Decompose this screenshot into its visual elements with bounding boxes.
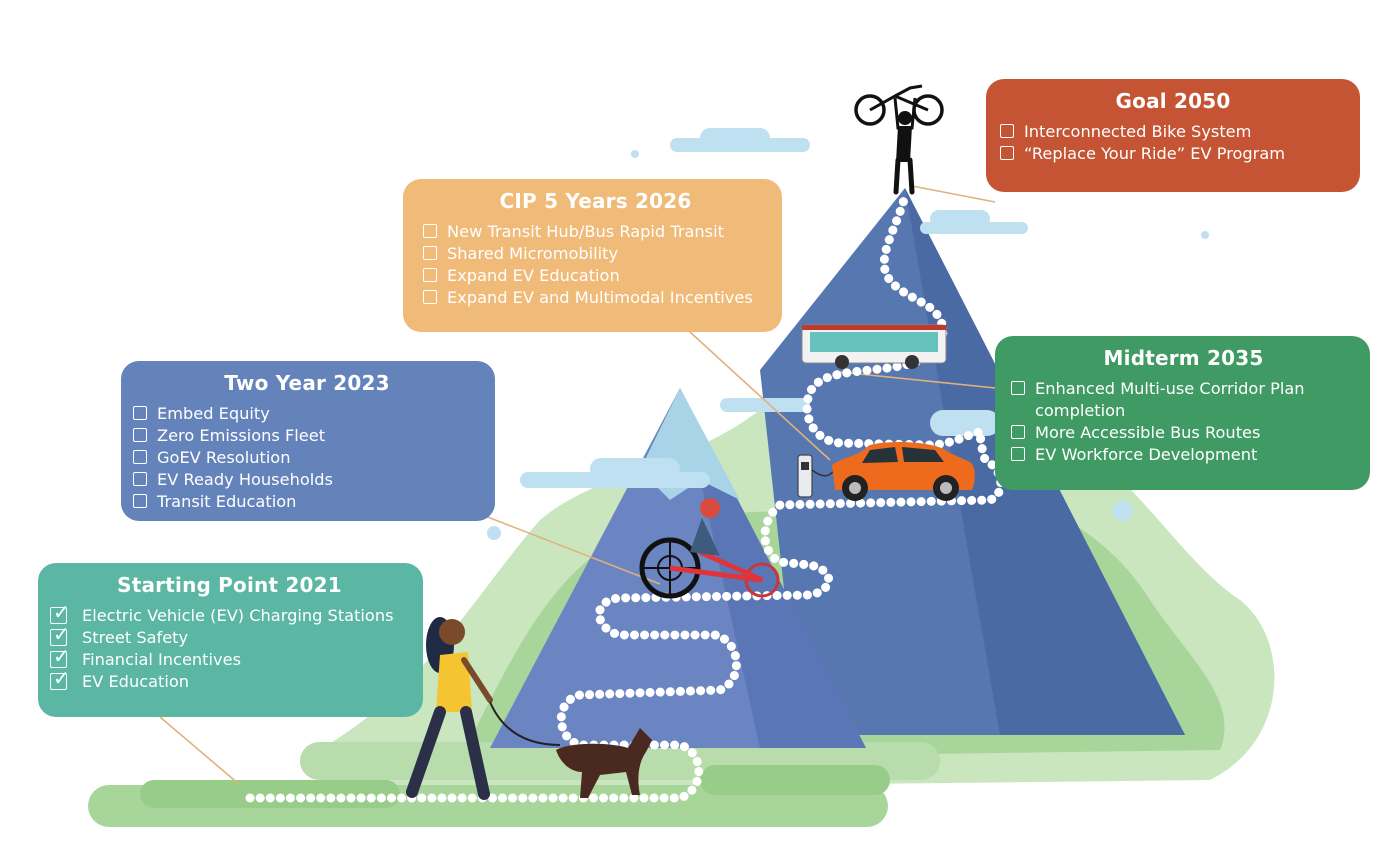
list-item: New Transit Hub/Bus Rapid Transit [423,221,768,243]
list-item: EV Workforce Development [1011,444,1356,466]
checkbox-icon [1011,447,1025,461]
list-item: EV Ready Households [133,469,481,491]
adaptive-cyclist [639,498,780,599]
checkbox-icon [423,290,437,304]
checkbox-icon [1011,381,1025,395]
list-item: Interconnected Bike System [1000,121,1346,143]
list-item: ✓Electric Vehicle (EV) Charging Stations [50,602,409,627]
two-year-list: Embed Equity Zero Emissions Fleet GoEV R… [133,403,481,513]
list-item: ✓EV Education [50,668,409,693]
checkbox-icon [133,472,147,486]
starting-point-title: Starting Point 2021 [117,573,342,597]
midterm-list: Enhanced Multi-use Corridor Plan complet… [1011,378,1356,466]
list-item: Enhanced Multi-use Corridor Plan complet… [1011,378,1356,422]
checkbox-icon [1000,146,1014,160]
checkbox-checked-icon: ✓ [50,646,70,668]
ev-charger [797,454,836,498]
list-item: ✓Financial Incentives [50,646,409,671]
goal-list: Interconnected Bike System “Replace Your… [1000,121,1346,165]
cip-list: New Transit Hub/Bus Rapid Transit Shared… [423,221,768,309]
list-item: “Replace Your Ride” EV Program [1000,143,1346,165]
list-item: More Accessible Bus Routes [1011,422,1356,444]
list-item: Shared Micromobility [423,243,768,265]
clouds [487,128,1209,540]
list-item: Expand EV and Multimodal Incentives [423,287,768,309]
orange-car [832,442,975,501]
checkbox-icon [423,224,437,238]
midterm-title: Midterm 2035 [1103,346,1264,370]
goal-2050-card: Goal 2050 Interconnected Bike System “Re… [986,79,1360,192]
woman-walking-dog [406,617,652,800]
checkbox-icon [423,246,437,260]
checkbox-icon [133,428,147,442]
checkbox-checked-icon: ✓ [50,602,70,624]
checkbox-checked-icon: ✓ [50,668,70,690]
grass-strip-4 [700,765,890,795]
list-item: Transit Education [133,491,481,513]
checkbox-icon [133,494,147,508]
city-bus [801,324,947,369]
checkbox-checked-icon: ✓ [50,624,70,646]
cip-title: CIP 5 Years 2026 [499,189,692,213]
person-lifting-bike [854,84,944,195]
starting-point-list: ✓Electric Vehicle (EV) Charging Stations… [50,602,409,693]
checkbox-icon [133,450,147,464]
starting-point-2021-card: Starting Point 2021 ✓Electric Vehicle (E… [38,563,423,717]
checkbox-icon [423,268,437,282]
checkbox-icon [133,406,147,420]
midterm-2035-card: Midterm 2035 Enhanced Multi-use Corridor… [995,336,1370,490]
two-year-2023-card: Two Year 2023 Embed Equity Zero Emission… [121,361,495,521]
list-item: Expand EV Education [423,265,768,287]
list-item: GoEV Resolution [133,447,481,469]
two-year-title: Two Year 2023 [224,371,390,395]
list-item: Embed Equity [133,403,481,425]
connector-lines [159,185,996,786]
goal-title: Goal 2050 [1115,89,1231,113]
checkbox-icon [1000,124,1014,138]
cip-2026-card: CIP 5 Years 2026 New Transit Hub/Bus Rap… [403,179,782,332]
list-item: Zero Emissions Fleet [133,425,481,447]
list-item: ✓Street Safety [50,624,409,649]
checkbox-icon [1011,425,1025,439]
